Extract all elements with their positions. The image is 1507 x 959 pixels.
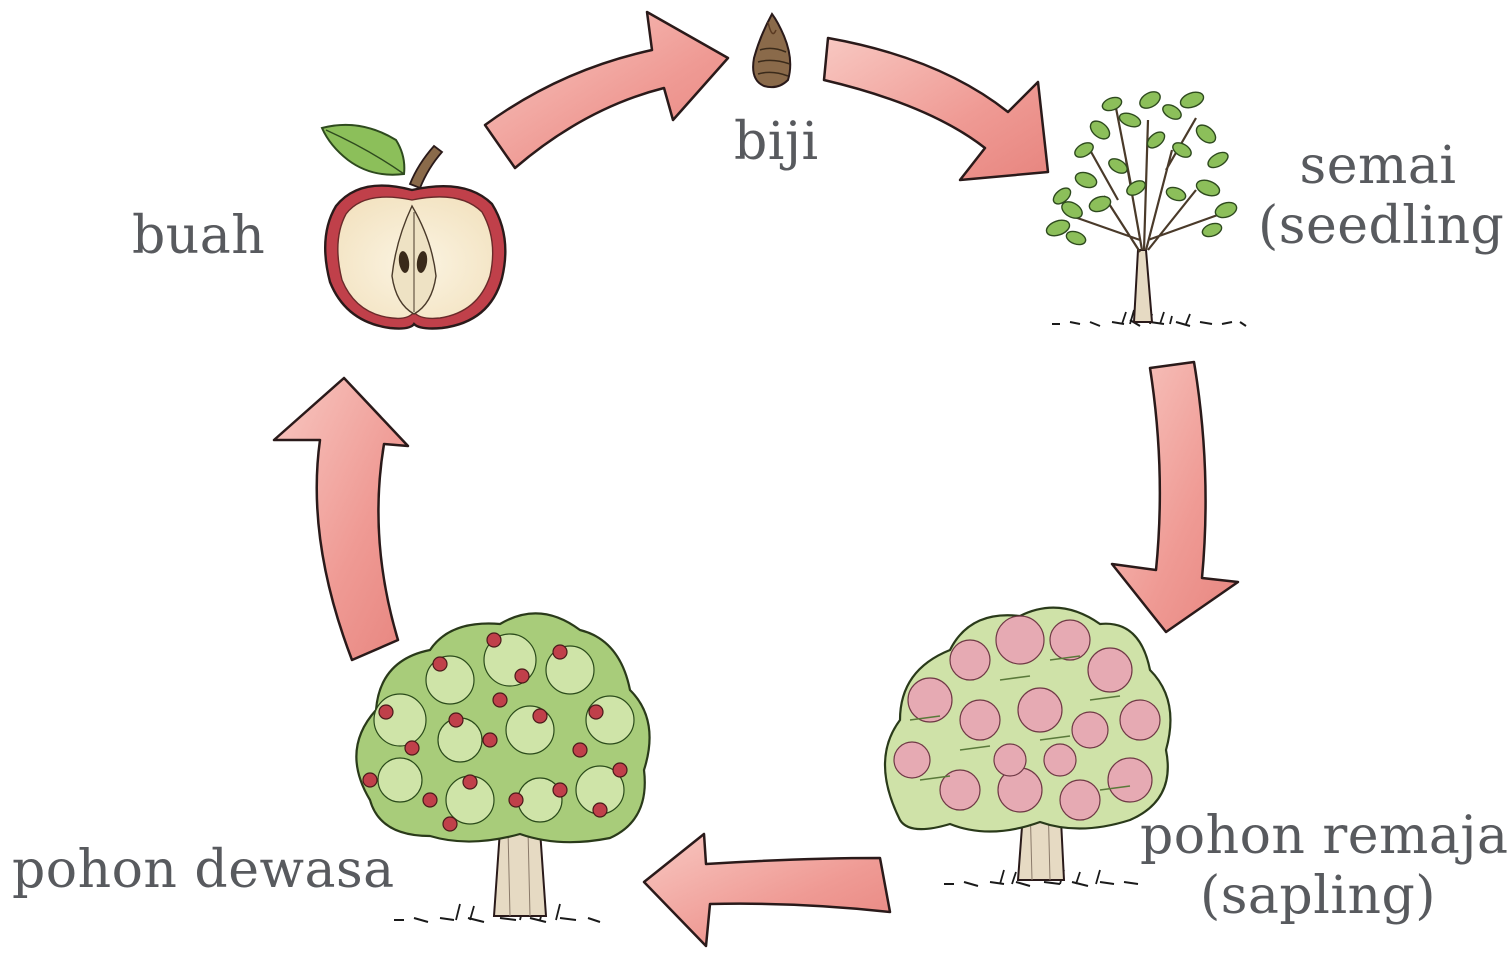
- seed-label: biji: [734, 112, 819, 172]
- stage-label-seed: biji: [734, 112, 819, 172]
- apple-seed-icon: [753, 14, 790, 87]
- fruit-label: buah: [132, 206, 265, 266]
- arrow-fruit-to-seed: [485, 12, 728, 168]
- arrow-seedling-to-sapling: [1112, 362, 1238, 632]
- mature-label: pohon dewasa: [12, 840, 395, 900]
- arrow-mature-to-fruit: [274, 378, 408, 660]
- sapling-label: pohon remaja: [1140, 806, 1496, 866]
- fruiting-tree-icon: [356, 613, 649, 922]
- apple-halved-icon: [322, 125, 505, 329]
- arrow-sapling-to-mature: [644, 834, 890, 946]
- seedling-sublabel: (seedling): [1258, 196, 1498, 256]
- stage-label-seedling: semai (seedling): [1258, 136, 1498, 256]
- seedling-tree-icon: [1044, 88, 1246, 326]
- stage-label-mature: pohon dewasa: [12, 840, 395, 900]
- blossoming-tree-icon: [885, 608, 1170, 886]
- arrow-seed-to-seedling: [824, 38, 1048, 180]
- stage-label-fruit: buah: [132, 206, 265, 266]
- seedling-label: semai: [1258, 136, 1498, 196]
- sapling-sublabel: (sapling): [1140, 866, 1496, 926]
- stage-label-sapling: pohon remaja (sapling): [1140, 806, 1496, 926]
